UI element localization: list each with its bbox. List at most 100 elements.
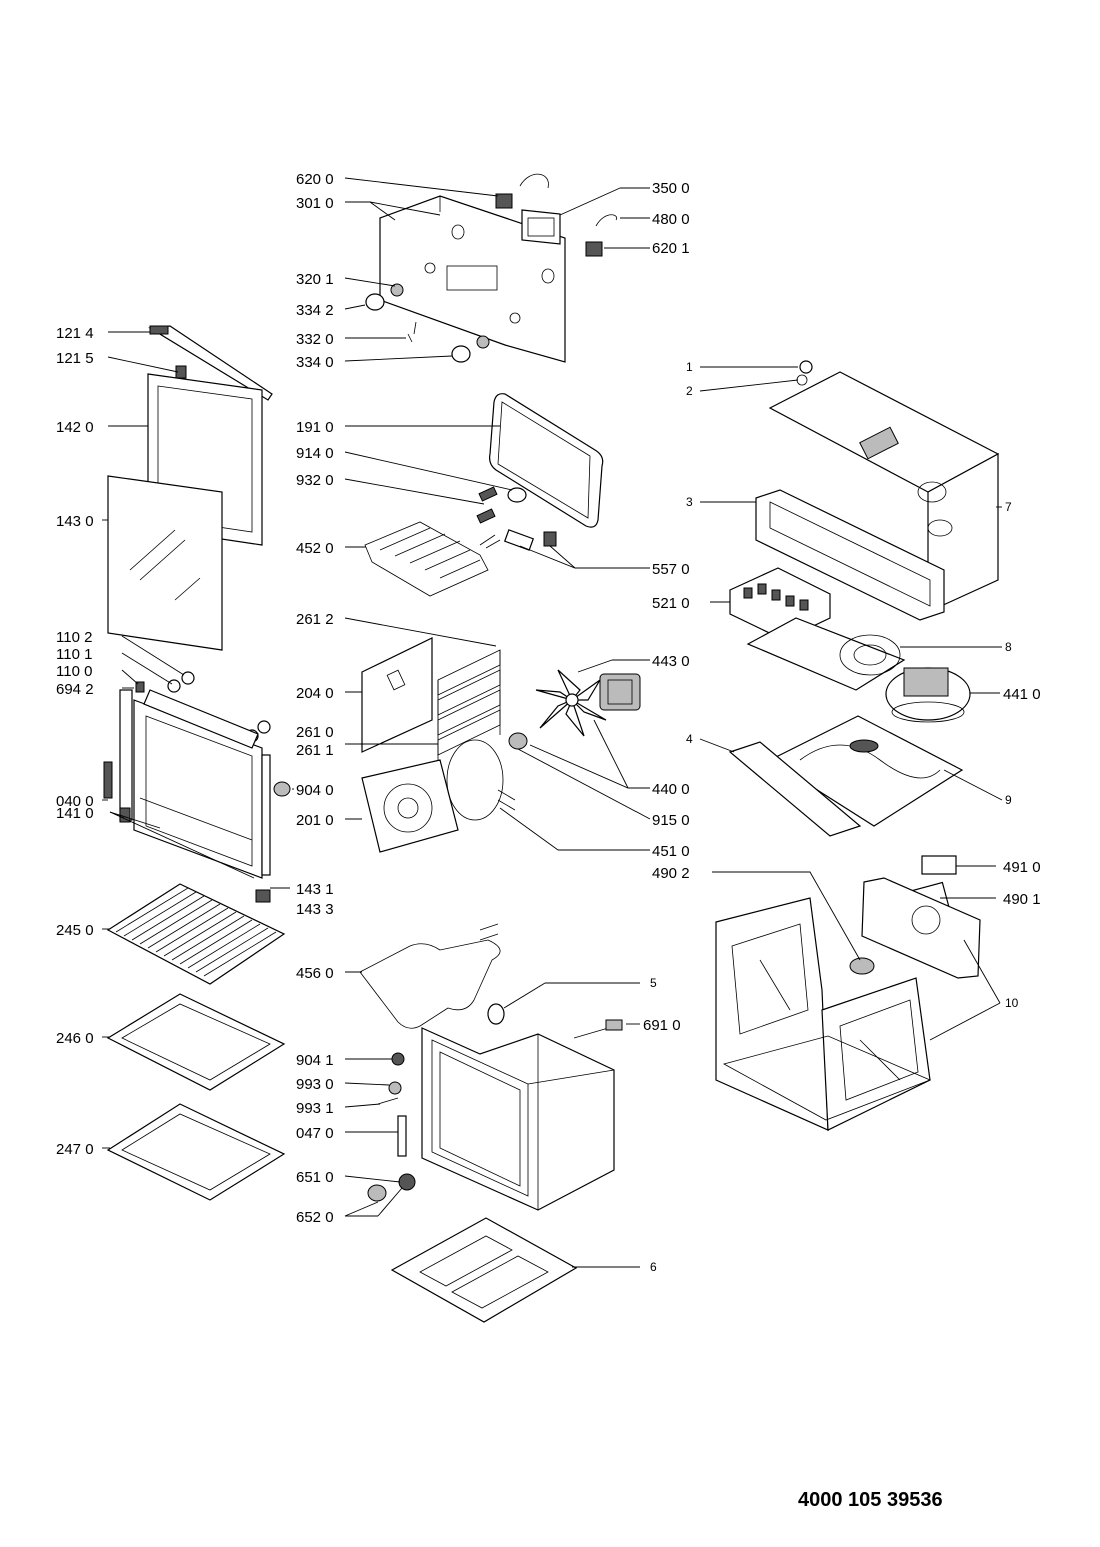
door-frame	[133, 699, 263, 879]
label-993-1: 993 1	[296, 1100, 334, 1117]
cavity-group	[359, 923, 623, 1323]
panel-leaders	[344, 177, 650, 362]
bracket-part	[755, 489, 945, 621]
label-143-1: 143 1	[296, 881, 334, 898]
label-480-0: 480 0	[652, 211, 690, 228]
label-040-0: 040 0	[56, 793, 94, 810]
label-491-0: 491 0	[1003, 859, 1041, 876]
label-350-0: 350 0	[652, 180, 690, 197]
label-5: 5	[650, 976, 657, 990]
front-strip-part	[728, 741, 862, 837]
label-7: 7	[1005, 500, 1012, 514]
rear-panel-part	[861, 877, 981, 979]
label-521-0: 521 0	[652, 595, 690, 612]
label-932-0: 932 0	[296, 472, 334, 489]
label-047-0: 047 0	[296, 1125, 334, 1142]
oven-cavity-part	[421, 1027, 615, 1211]
label-247-0: 247 0	[56, 1141, 94, 1158]
label-246-0: 246 0	[56, 1030, 94, 1047]
label-121-5: 121 5	[56, 350, 94, 367]
label-8: 8	[1005, 640, 1012, 654]
label-441-0: 441 0	[1003, 686, 1041, 703]
back-panel-part	[361, 637, 433, 753]
label-191-0: 191 0	[296, 419, 334, 436]
label-3: 3	[686, 495, 693, 509]
fan-plate-part	[746, 617, 906, 691]
outer-housing-group	[715, 855, 981, 1131]
label-2: 2	[686, 384, 693, 398]
label-904-1: 904 1	[296, 1052, 334, 1069]
door-group	[103, 325, 291, 903]
label-141-0: 141 0	[56, 805, 94, 822]
part-labels: 620 0 301 0 350 0 480 0 620 1 320 1 334 …	[56, 171, 1041, 1274]
baking-tray-part	[106, 993, 286, 1091]
label-320-1: 320 1	[296, 271, 334, 288]
label-452-0: 452 0	[296, 540, 334, 557]
control-panel-group	[365, 173, 618, 363]
outer-housing-leaders	[712, 865, 1001, 1041]
label-301-0: 301 0	[296, 195, 334, 212]
label-456-0: 456 0	[296, 965, 334, 982]
label-620-0: 620 0	[296, 171, 334, 188]
base-plate-part	[390, 1217, 578, 1323]
label-1: 1	[686, 360, 693, 374]
fan-cover-part	[361, 759, 459, 853]
door-glass-outer	[107, 475, 223, 651]
wire-shelf-part	[106, 883, 286, 985]
label-6: 6	[650, 1260, 657, 1274]
label-261-1: 261 1	[296, 742, 334, 759]
switch-part-2	[585, 241, 603, 257]
terminal-block-part	[921, 855, 957, 875]
label-915-0: 915 0	[652, 812, 690, 829]
label-651-0: 651 0	[296, 1169, 334, 1186]
label-201-0: 201 0	[296, 812, 334, 829]
label-4: 4	[686, 732, 693, 746]
label-652-0: 652 0	[296, 1209, 334, 1226]
label-143-3: 143 3	[296, 901, 334, 918]
label-440-0: 440 0	[652, 781, 690, 798]
label-334-0: 334 0	[296, 354, 334, 371]
fan-blade-part	[535, 669, 607, 737]
shelves-group	[106, 883, 286, 1201]
label-914-0: 914 0	[296, 445, 334, 462]
label-261-2: 261 2	[296, 611, 334, 628]
door-leaders	[102, 331, 294, 889]
housing-group	[728, 360, 1000, 837]
document-number: 4000 105 39536	[798, 1489, 943, 1511]
label-121-4: 121 4	[56, 325, 94, 342]
label-143-0: 143 0	[56, 513, 94, 530]
label-10: 10	[1005, 996, 1019, 1010]
label-443-0: 443 0	[652, 653, 690, 670]
label-261-0: 261 0	[296, 724, 334, 741]
drip-tray-part	[106, 1103, 286, 1201]
label-245-0: 245 0	[56, 922, 94, 939]
seal-grill-group	[364, 393, 604, 597]
label-620-1: 620 1	[652, 240, 690, 257]
label-204-0: 204 0	[296, 685, 334, 702]
cavity-leaders	[344, 971, 640, 1268]
label-993-0: 993 0	[296, 1076, 334, 1093]
label-334-2: 334 2	[296, 302, 334, 319]
label-451-0: 451 0	[652, 843, 690, 860]
label-110-2: 110 2	[56, 629, 92, 646]
racks-fan-leaders	[344, 617, 651, 851]
switch-part	[495, 193, 513, 209]
housing-leaders	[699, 366, 1003, 801]
display-module-part	[521, 209, 561, 245]
bottom-heater-part	[359, 939, 501, 1029]
top-plate-part	[768, 715, 964, 827]
label-9: 9	[1005, 793, 1012, 807]
shelves-leaders	[102, 928, 110, 1149]
fan-motor-part	[599, 673, 641, 711]
label-691-0: 691 0	[643, 1017, 681, 1034]
label-694-2: 694 2	[56, 681, 94, 698]
door-seal-part	[489, 393, 604, 528]
label-490-2: 490 2	[652, 865, 690, 882]
label-110-0: 110 0	[56, 663, 92, 680]
label-332-0: 332 0	[296, 331, 334, 348]
label-557-0: 557 0	[652, 561, 690, 578]
racks-fan-group	[361, 637, 641, 853]
label-490-1: 490 1	[1003, 891, 1041, 908]
label-110-1: 110 1	[56, 646, 92, 663]
